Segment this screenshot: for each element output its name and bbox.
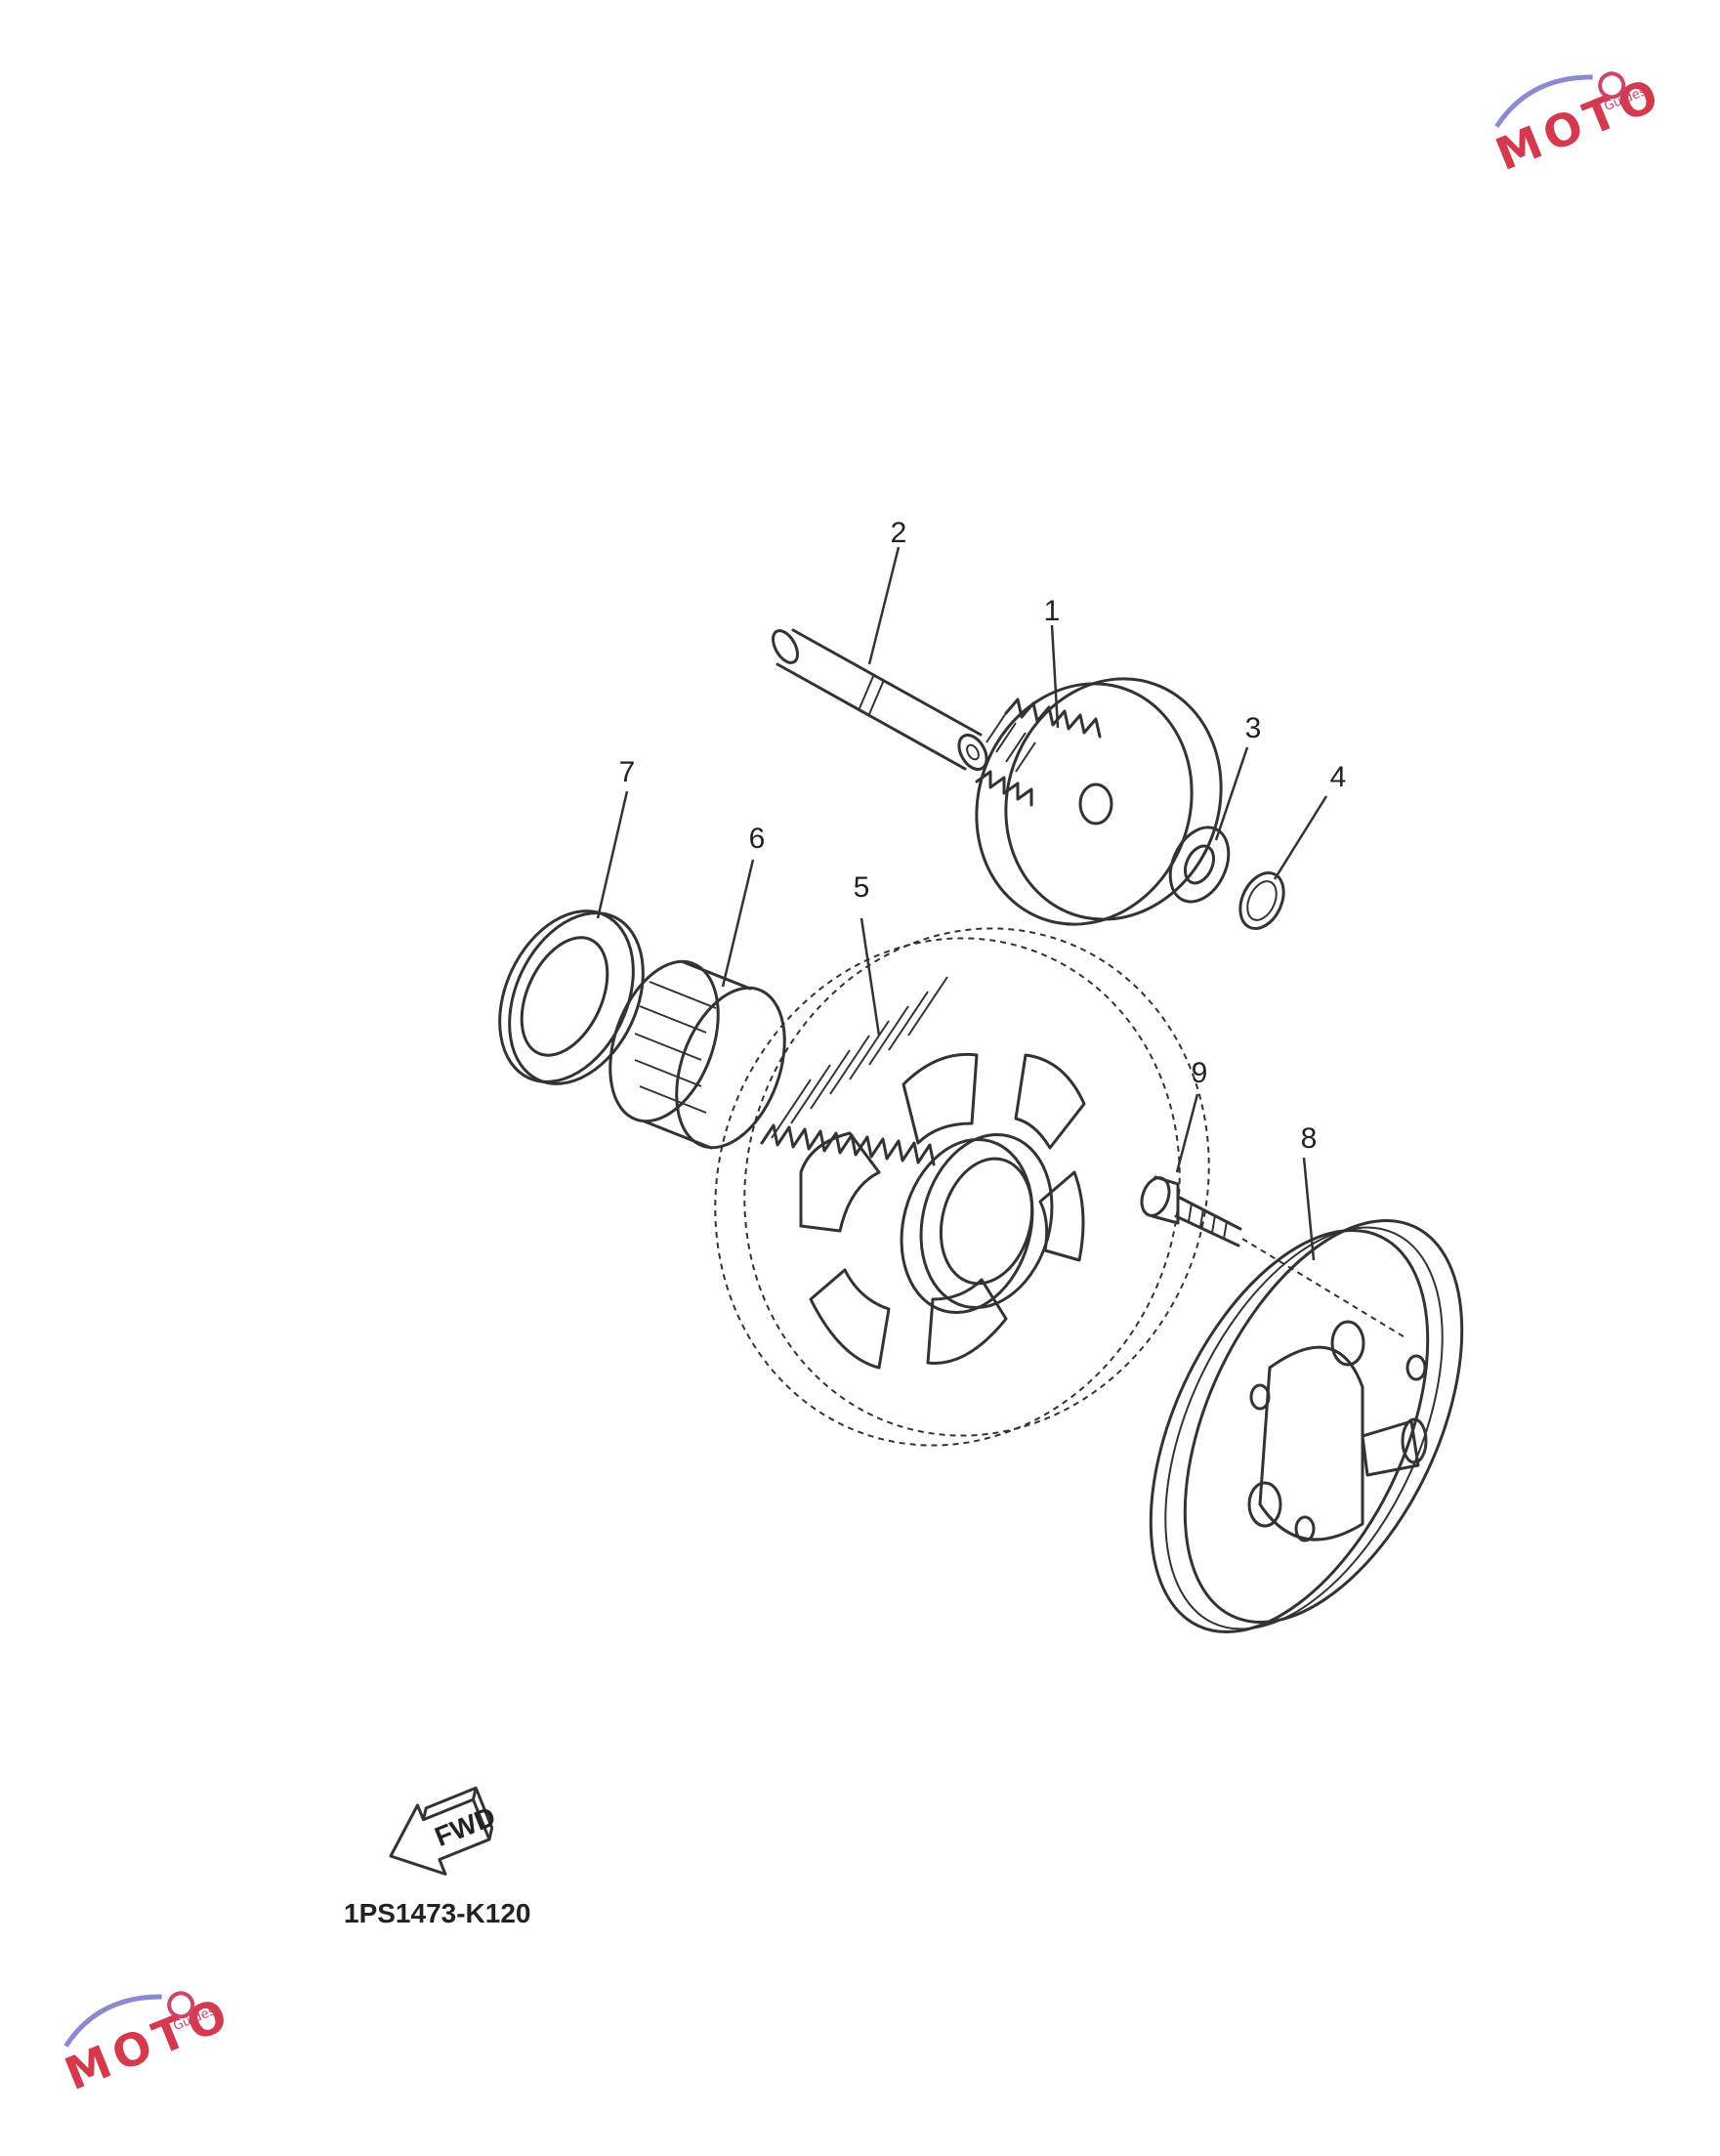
callout-8: 8 xyxy=(1301,1122,1318,1155)
part-9-bolt xyxy=(1140,1175,1407,1339)
callout-5: 5 xyxy=(854,871,870,904)
svg-text:MOTO: MOTO xyxy=(58,1986,240,2100)
callout-7: 7 xyxy=(619,756,636,788)
callout-9: 9 xyxy=(1192,1057,1208,1089)
part-5-large-gear xyxy=(714,927,1210,1447)
part-8-starter-clutch xyxy=(1149,1218,1464,1634)
callout-2: 2 xyxy=(891,517,907,549)
part-1-small-gear xyxy=(975,677,1223,926)
svg-text:MOTO: MOTO xyxy=(1489,66,1671,181)
fwd-arrow-icon: FWD xyxy=(389,1786,499,1876)
callout-4: 4 xyxy=(1330,761,1347,793)
part-2-shaft xyxy=(772,628,988,772)
callout-3: 3 xyxy=(1245,712,1262,744)
leader-lines xyxy=(596,546,1328,1261)
part-7-washer xyxy=(498,909,645,1085)
diagram-code: 1PS1473-K120 xyxy=(344,1898,530,1928)
callout-1: 1 xyxy=(1044,595,1061,627)
watermark-logo-bottom: MOTO Guides xyxy=(58,1986,240,2100)
part-6-needle-bearing xyxy=(608,959,786,1150)
part-4-circlip xyxy=(1238,871,1285,930)
watermark-logo-top: MOTO Guides xyxy=(1489,66,1671,181)
part-3-washer xyxy=(1168,825,1231,904)
callout-6: 6 xyxy=(749,823,766,855)
